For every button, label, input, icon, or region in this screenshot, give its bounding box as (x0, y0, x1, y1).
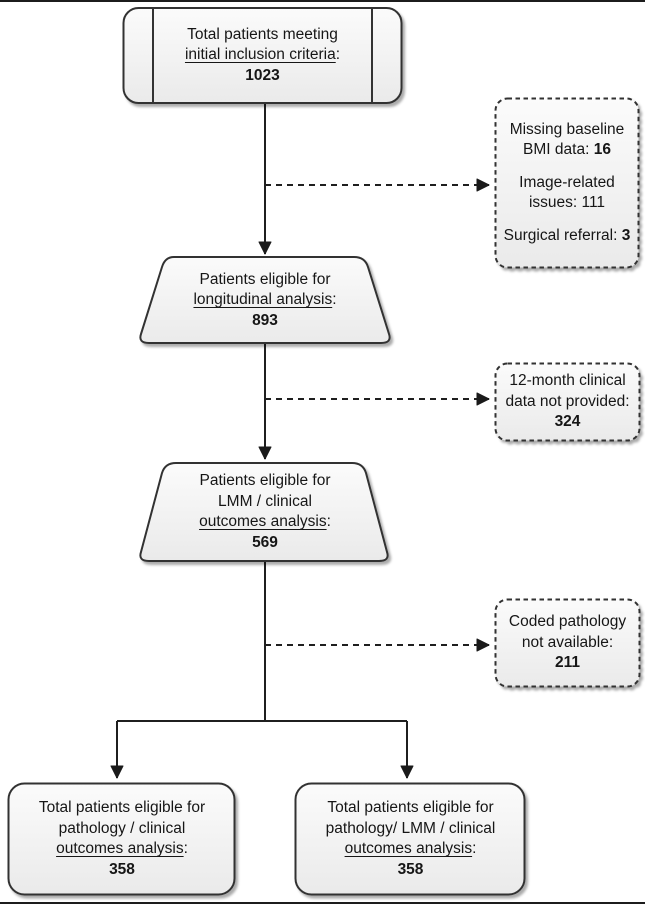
node-pathology-lmm-clinical-outcomes-text: Total patients eligible for pathology/ LM… (296, 784, 525, 894)
text-line: 1023 (245, 66, 280, 84)
text-line: 12-month clinical (509, 372, 626, 390)
text-line: Coded pathology (508, 613, 627, 631)
text-line: Patients eligible for (199, 270, 331, 288)
node-pathology-clinical-outcomes-shape (7, 782, 236, 896)
text-line: data not provided: (505, 392, 630, 410)
text-line: initial inclusion criteria: (184, 46, 341, 64)
text-line: Patients eligible for (199, 472, 331, 489)
text-line: issues: 111 (528, 194, 606, 212)
text-line: Missing baseline (509, 120, 625, 138)
text-line: 358 (397, 860, 424, 878)
text-line: 358 (109, 860, 135, 878)
node-pathology-lmm-clinical-outcomes-shape (294, 782, 526, 896)
node-pathology-clinical-outcomes-text: Total patients eligible for pathology / c… (9, 784, 235, 894)
text-line: Total patients meeting (187, 25, 338, 43)
text-line: outcomes analysis: (199, 513, 331, 530)
text-line: 893 (252, 311, 278, 329)
node-lmm-clinical-outcomes-shape (139, 462, 389, 562)
figure-top-rule (0, 0, 645, 2)
text-line: pathology / clinical (58, 819, 186, 837)
text-line: 324 (554, 413, 581, 431)
text-line: Surgical referral: 3 (503, 226, 631, 244)
text-line: longitudinal analysis: (193, 291, 337, 309)
text-line: outcomes analysis: (56, 840, 188, 857)
node-total-patients-text: Total patients meeting initial inclusion … (153, 8, 372, 103)
node-longitudinal-analysis-text: Patients eligible for longitudinal analys… (140, 258, 390, 343)
node-exclusion-coded-pathology-text: Coded pathology not available: 211 (495, 600, 640, 686)
node-total-patients (122, 7, 403, 104)
text-line: not available: (521, 633, 614, 651)
node-exclusion-12-month-text: 12-month clinical data not provided: 324 (495, 364, 640, 440)
text-line: Total patients eligible for (38, 799, 206, 816)
node-exclusion-12-month-shape (494, 362, 641, 442)
text-line: 211 (554, 654, 580, 672)
node-exclusion-coded-pathology-shape (494, 598, 641, 688)
text-line: 569 (252, 533, 278, 551)
text-line: LMM / clinical (218, 492, 312, 510)
text-line: pathology/ LMM / clinical (325, 819, 496, 837)
figure-bottom-rule (0, 902, 645, 904)
text-line: Total patients eligible for (327, 799, 494, 816)
node-longitudinal-analysis-shape (139, 256, 391, 344)
text-line: Image-related (519, 173, 615, 191)
text-line: BMI data: 16 (523, 141, 611, 159)
node-total-patients-shape (122, 7, 403, 104)
text-line: outcomes analysis: (344, 840, 477, 857)
node-exclusion-baseline-shape (494, 97, 640, 269)
connectors (110, 104, 490, 779)
